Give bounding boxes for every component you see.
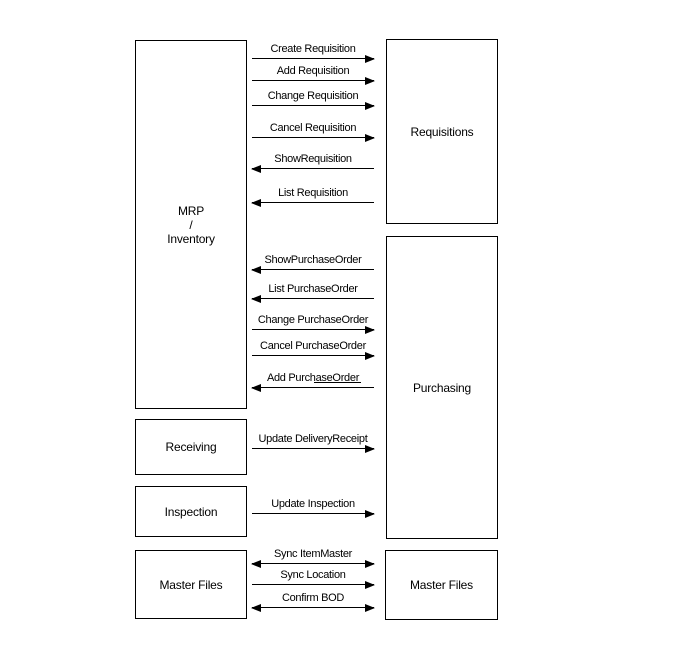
- box-mrp-inventory: MRP / Inventory: [135, 40, 247, 409]
- arrow-update-deliveryreceipt: Update DeliveryReceipt: [252, 431, 375, 453]
- arrowhead-left-icon: [251, 560, 261, 568]
- arrow-line: [252, 269, 374, 270]
- arrowhead-left-icon: [251, 295, 261, 303]
- arrow-create-requisition: Create Requisition: [252, 41, 375, 63]
- arrow-label: Cancel PurchaseOrder: [260, 340, 366, 352]
- arrowhead-right-icon: [365, 352, 375, 360]
- box-inspection-label: Inspection: [164, 504, 218, 519]
- arrowhead-left-icon: [251, 266, 261, 274]
- arrow-list-purchaseorder: List PurchaseOrder: [251, 281, 374, 303]
- arrow-label: ShowRequisition: [274, 153, 352, 165]
- arrow-label: Add Requisition: [276, 65, 350, 77]
- arrow-update-inspection: Update Inspection: [252, 496, 375, 518]
- box-requisitions-label: Requisitions: [410, 124, 474, 139]
- arrow-line: [252, 168, 374, 169]
- box-requisitions: Requisitions: [386, 39, 498, 224]
- arrow-add-purchaseorder: Add PurchaseOrder: [251, 370, 374, 392]
- arrowhead-right-icon: [365, 134, 375, 142]
- arrow-line: [252, 329, 374, 330]
- arrow-show-requisition: ShowRequisition: [251, 151, 374, 173]
- arrow-label: Cancel Requisition: [269, 122, 357, 134]
- arrowhead-right-icon: [365, 560, 375, 568]
- arrow-line: [252, 607, 374, 608]
- arrow-label: Create Requisition: [270, 43, 356, 55]
- arrow-sync-itemmaster: Sync ItemMaster: [251, 546, 375, 568]
- arrowhead-right-icon: [365, 510, 375, 518]
- arrowhead-right-icon: [365, 55, 375, 63]
- arrowhead-right-icon: [365, 581, 375, 589]
- arrow-line: [252, 137, 374, 138]
- arrow-show-purchaseorder: ShowPurchaseOrder: [251, 252, 374, 274]
- arrow-add-requisition: Add Requisition: [252, 63, 375, 85]
- box-purchasing-label: Purchasing: [412, 380, 472, 395]
- arrow-label: Update Inspection: [271, 498, 355, 510]
- arrow-line-fragment: [314, 382, 361, 383]
- box-master-files-left: Master Files: [135, 550, 247, 619]
- arrow-label: List PurchaseOrder: [268, 283, 358, 295]
- arrow-line: [252, 202, 374, 203]
- box-receiving-label: Receiving: [165, 440, 217, 454]
- arrow-confirm-bod: Confirm BOD: [251, 590, 375, 612]
- arrowhead-left-icon: [251, 604, 261, 612]
- arrowhead-right-icon: [365, 102, 375, 110]
- arrow-line: [252, 448, 374, 449]
- arrowhead-left-icon: [251, 199, 261, 207]
- arrowhead-left-icon: [251, 384, 261, 392]
- box-label-line: MRP: [177, 203, 205, 218]
- box-label-line: Inventory: [167, 231, 215, 246]
- arrow-label: Add PurchaseOrder: [266, 372, 360, 384]
- arrow-line: [252, 105, 374, 106]
- box-mrp-inventory-label: MRP / Inventory: [167, 204, 215, 246]
- arrowhead-right-icon: [365, 445, 375, 453]
- arrowhead-left-icon: [251, 165, 261, 173]
- arrow-change-purchaseorder: Change PurchaseOrder: [252, 312, 375, 334]
- arrow-line: [252, 298, 374, 299]
- arrowhead-right-icon: [365, 604, 375, 612]
- arrow-label: List Requisition: [278, 187, 348, 199]
- arrow-line: [252, 584, 374, 585]
- box-label-line: /: [189, 217, 193, 232]
- arrow-change-requisition: Change Requisition: [252, 88, 375, 110]
- arrow-label: ShowPurchaseOrder: [264, 254, 362, 266]
- arrowhead-right-icon: [365, 77, 375, 85]
- arrow-cancel-purchaseorder: Cancel PurchaseOrder: [252, 338, 375, 360]
- arrow-line: [252, 563, 374, 564]
- box-master-files-left-label: Master Files: [159, 577, 223, 592]
- arrow-line: [252, 387, 374, 388]
- arrow-label: Sync Location: [280, 569, 346, 581]
- arrow-line: [252, 513, 374, 514]
- box-purchasing: Purchasing: [386, 236, 498, 539]
- arrowhead-right-icon: [365, 326, 375, 334]
- arrow-sync-location: Sync Location: [252, 567, 375, 589]
- arrow-line: [252, 58, 374, 59]
- box-master-files-right: Master Files: [385, 550, 498, 620]
- box-receiving: Receiving: [135, 419, 247, 475]
- arrow-line: [252, 80, 374, 81]
- arrow-label: Update DeliveryReceipt: [258, 433, 368, 445]
- arrow-label: Sync ItemMaster: [273, 548, 353, 560]
- arrow-label: Change Requisition: [267, 90, 359, 102]
- arrow-cancel-requisition: Cancel Requisition: [252, 120, 375, 142]
- arrow-label: Confirm BOD: [281, 592, 345, 604]
- box-master-files-right-label: Master Files: [410, 578, 473, 592]
- arrow-list-requisition: List Requisition: [251, 185, 374, 207]
- arrow-line: [252, 355, 374, 356]
- arrow-label: Change PurchaseOrder: [257, 314, 369, 326]
- box-inspection: Inspection: [135, 486, 247, 537]
